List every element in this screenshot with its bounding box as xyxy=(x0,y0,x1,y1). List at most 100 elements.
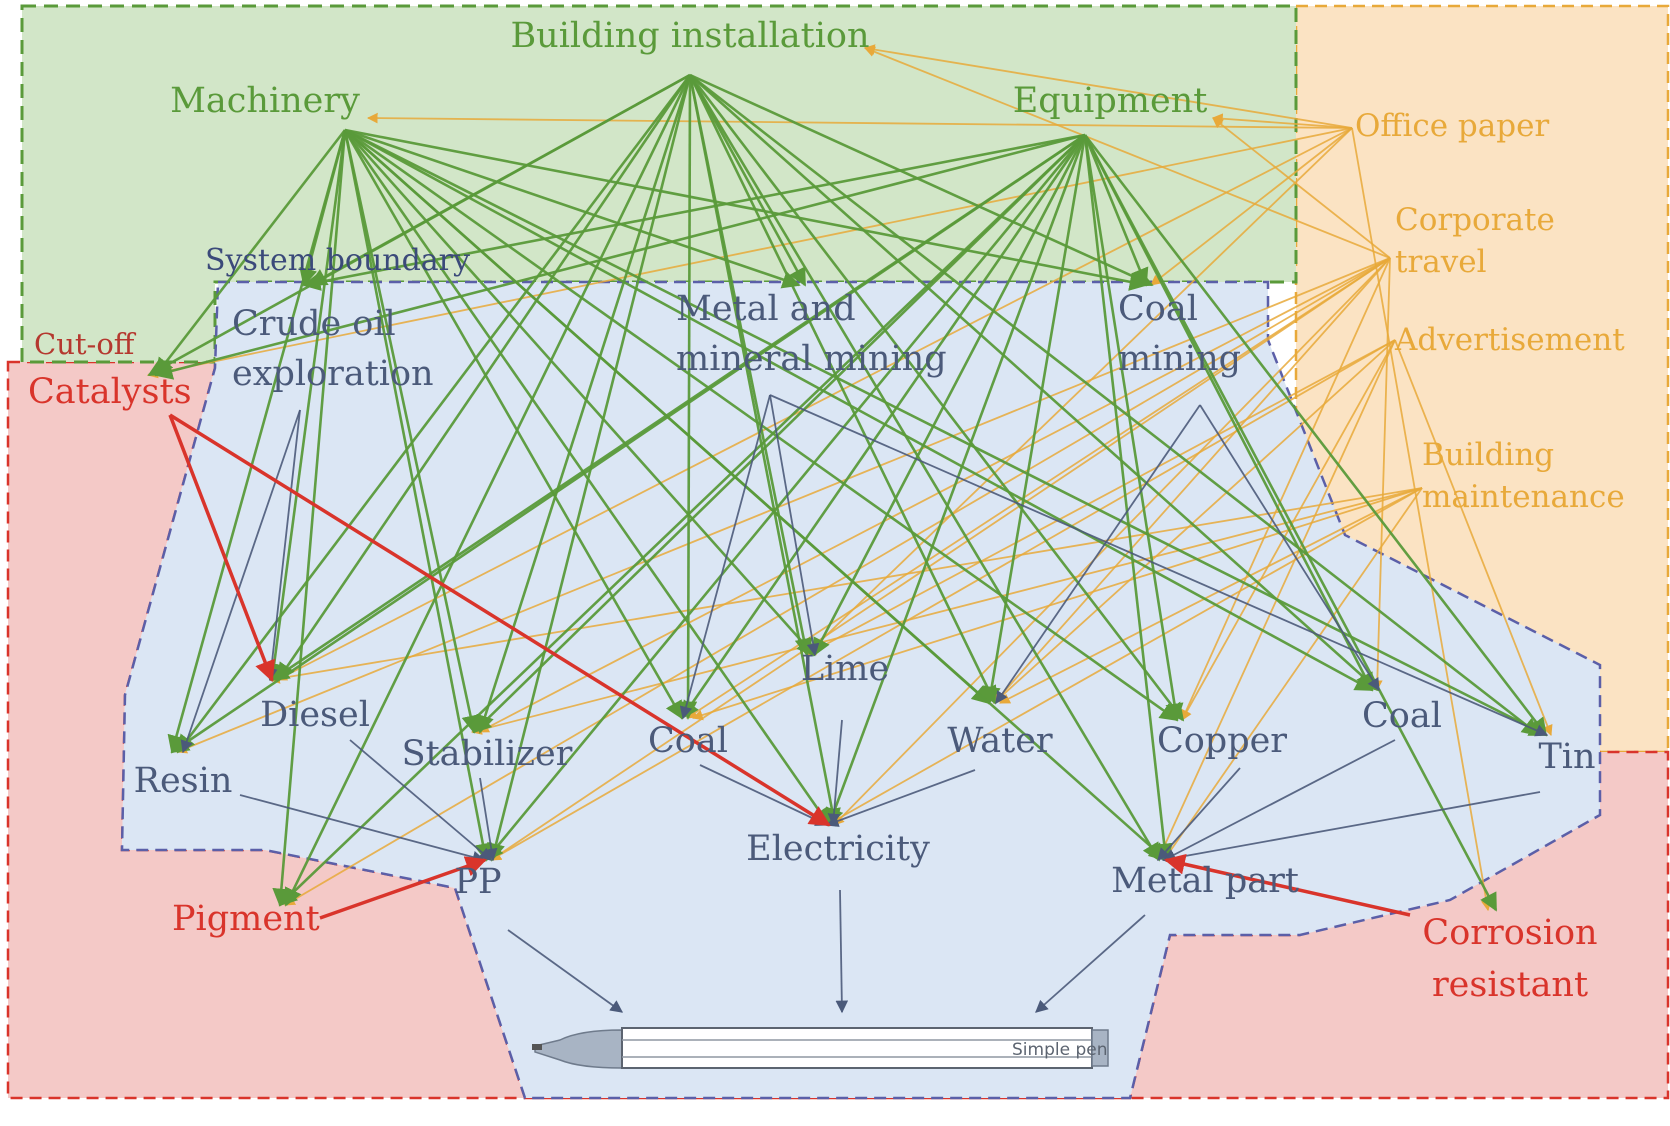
system-flow-arrow-diesel-to-pp xyxy=(349,739,492,861)
overhead-flow-arrow-maint-to-stabilizer xyxy=(470,487,1423,735)
system-flow-arrow-coalmining-to-water xyxy=(995,404,1201,705)
node-corrosion-line: resistant xyxy=(1432,965,1588,1005)
capital-flows xyxy=(147,73,1548,912)
overhead-flow-arrow-office-to-diesel xyxy=(276,127,1353,681)
node-travel: Corporate travel xyxy=(1395,202,1555,280)
system-flow-arrow-metalmining-to-lime xyxy=(769,394,820,657)
regions xyxy=(6,4,1670,1100)
cutoff-flow-arrow-corrosion-to-metalpart xyxy=(1163,853,1411,917)
overhead-flow-arrow-advert-to-tin xyxy=(1394,339,1553,737)
system-boundary-region xyxy=(120,280,1602,1100)
pen-label: Simple pen xyxy=(1012,1040,1107,1060)
node-metalpart: Metal part xyxy=(1111,861,1299,901)
overhead-flow-arrow-advert-to-water xyxy=(993,339,1396,704)
system-flow-arrow-stabilizer-to-pp xyxy=(479,777,498,862)
node-coal2: Coal xyxy=(1362,696,1442,736)
overhead-flow-arrow-office-to-lime xyxy=(805,127,1353,656)
node-diesel: Diesel xyxy=(260,695,370,735)
node-pigment: Pigment xyxy=(172,899,320,939)
system-flow-arrow-metalmining-to-tin xyxy=(769,394,1549,737)
node-resin: Resin xyxy=(134,761,233,801)
capital-flow-arrow-equipment-to-copper xyxy=(1083,134,1184,722)
overhead-flow-arrow-travel-to-stabilizer xyxy=(478,257,1391,733)
node-maint: Building maintenance xyxy=(1422,437,1625,515)
capital-flow-arrow-machinery-to-stabilizer xyxy=(343,129,480,734)
overhead-flow-arrow-maint-to-coal1 xyxy=(691,487,1423,721)
capital-flow-arrow-equipment-to-stabilizer xyxy=(472,134,1086,734)
capital-flow-arrow-equipment-to-coalmining xyxy=(1083,134,1149,287)
capital-flow-arrow-machinery-to-crude xyxy=(299,129,347,287)
capital-flow-arrow-equipment-to-corrosion xyxy=(1083,134,1498,912)
capital-flow-arrow-machinery-to-lime xyxy=(344,129,816,657)
node-coalmining-line: Coal xyxy=(1118,289,1198,329)
overhead-flow-arrow-travel-to-building xyxy=(863,46,1391,259)
capital-flow-arrow-building-to-metalmining xyxy=(688,74,807,287)
capital-flow-arrow-machinery-to-coal1 xyxy=(343,129,684,720)
node-advert-line: Advertisement xyxy=(1394,322,1625,358)
overhead-flow-arrow-maint-to-diesel xyxy=(268,487,1423,684)
capital-flow-arrow-building-to-diesel xyxy=(276,74,692,682)
node-copper: Copper xyxy=(1157,721,1287,761)
system-flow-arrow-resin-to-pp xyxy=(239,794,486,864)
node-coal1: Coal xyxy=(648,721,728,761)
capital-flow-arrow-building-to-metalpart xyxy=(688,74,1161,862)
node-office: Office paper xyxy=(1355,108,1549,144)
node-crude-line: exploration xyxy=(232,354,434,394)
overhead-flow-arrow-maint-to-water xyxy=(999,487,1423,704)
node-maint-line: Building xyxy=(1422,437,1554,473)
system-flow-arrow-crude-to-diesel xyxy=(264,409,301,682)
node-building: Building installation xyxy=(510,16,869,56)
capital-flow-arrow-equipment-to-lime xyxy=(812,134,1087,657)
overhead-flows xyxy=(146,44,1553,912)
node-electricity: Electricity xyxy=(746,829,930,869)
node-maint-line: maintenance xyxy=(1422,479,1625,515)
capital-flow-arrow-building-to-stabilizer xyxy=(476,74,692,734)
overhead-flow-arrow-maint-to-metalpart xyxy=(1163,487,1423,861)
capital-flow-arrow-equipment-to-diesel xyxy=(270,133,1086,682)
system-flow-arrow-electricity-to-pen xyxy=(835,889,849,1014)
overhead-flow-arrow-office-to-corrosion xyxy=(1351,127,1492,912)
overhead-flow-arrow-travel-to-resin xyxy=(175,257,1391,754)
node-travel-line: travel xyxy=(1395,244,1487,280)
node-machinery: Machinery xyxy=(170,81,360,121)
cutoff-flow-arrow-catalysts-to-electricity xyxy=(169,413,831,827)
capital-flow-arrow-equipment-to-catalysts xyxy=(154,133,1086,380)
overhead-flow-arrow-travel-to-water xyxy=(993,257,1391,704)
system-flow-arrow-tin-to-metalpart xyxy=(1161,791,1541,865)
overhead-flow-arrow-travel-to-pigment xyxy=(284,257,1391,906)
node-tin: Tin xyxy=(1538,737,1595,777)
node-coalmining: Coal mining xyxy=(1118,289,1241,379)
system-flow-arrow-coal1-to-electricity xyxy=(699,764,829,826)
node-crude: Crude oil exploration xyxy=(232,304,434,394)
node-stabilizer: Stabilizer xyxy=(402,734,573,774)
overhead-flow-arrow-advert-to-lime xyxy=(805,339,1396,656)
node-metalmining-line: Metal and xyxy=(676,289,856,329)
capital-flow-arrow-building-to-copper xyxy=(688,74,1185,722)
capital-flow-arrow-building-to-coalmining xyxy=(689,73,1154,287)
node-travel-line: Corporate xyxy=(1395,202,1555,238)
system-flow-arrow-water-to-electricity xyxy=(825,769,976,827)
capital-flow-arrow-building-to-catalysts xyxy=(147,73,691,377)
capital-flow-arrow-machinery-to-resin xyxy=(167,129,347,754)
overhead-flow-arrow-travel-to-copper xyxy=(1181,257,1391,721)
system-flow-arrow-lime-to-electricity xyxy=(827,719,843,827)
overhead-flow-arrow-office-to-coalmining xyxy=(1150,127,1353,286)
node-advert: Advertisement xyxy=(1394,322,1625,358)
capital-flow-arrow-machinery-to-pp xyxy=(343,129,492,862)
capital-flow-arrow-machinery-to-coalmining xyxy=(344,128,1148,291)
overhead-flow-arrow-office-to-building xyxy=(863,44,1353,129)
capital-flow-arrow-machinery-to-diesel xyxy=(265,129,347,682)
node-crude-line: Crude oil xyxy=(232,304,396,344)
node-equipment: Equipment xyxy=(1013,81,1208,121)
capital-flow-arrow-machinery-to-pigment xyxy=(272,129,347,907)
capital-flow-arrow-equipment-to-crude xyxy=(302,133,1086,291)
overhead-flow-arrow-office-to-equipment xyxy=(1211,113,1353,129)
capital-flow-arrow-machinery-to-tin xyxy=(344,128,1548,737)
system-flow-arrow-metalmining-to-coal1 xyxy=(679,394,771,720)
system-flow-arrow-pp-to-pen xyxy=(507,929,624,1013)
node-coalmining-line: mining xyxy=(1118,339,1241,379)
